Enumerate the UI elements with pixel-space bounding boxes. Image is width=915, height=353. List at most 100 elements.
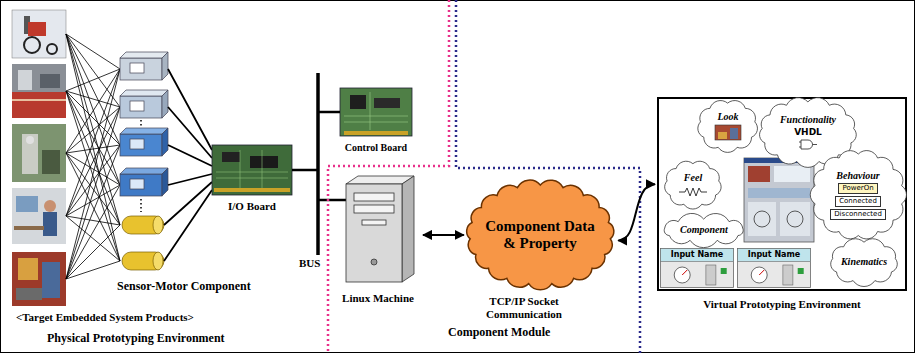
sensor-motor-block: [162, 90, 168, 118]
product-photo: [12, 10, 66, 58]
panel-slider: [783, 265, 793, 285]
computer-tower: [346, 184, 402, 282]
sensor-motor-block: [162, 128, 168, 156]
feature-cloud: BehaviourPowerOnConnectedDisconnected: [807, 147, 910, 243]
node-subtext: Disconnected: [830, 209, 886, 220]
simulator-screenshot: [744, 158, 814, 242]
cloud-outline: [831, 239, 898, 287]
simulator-screenshot: [787, 211, 803, 227]
node-content: Kinematics: [825, 235, 903, 289]
node-content: Linux Machine: [334, 176, 422, 306]
product-photo: [40, 74, 60, 88]
caption-label: TCP/IP Socket Communication: [474, 295, 574, 320]
control-board-picture: [374, 98, 400, 108]
node-content: Control Board: [336, 86, 416, 154]
node-content: Component Data & Property: [463, 178, 618, 291]
control-board-picture: [340, 88, 412, 136]
product-photo: [44, 200, 56, 212]
sensor-motor-block: [120, 134, 162, 156]
sensor-motor-block: [130, 63, 144, 73]
feature-cloud: Kinematics: [825, 235, 903, 289]
node-content: Input Name: [737, 248, 811, 288]
node-subtext: VHDL: [794, 127, 822, 137]
sensor-motor-block: [130, 139, 144, 149]
control-board-picture: [344, 131, 408, 135]
sensor-motor-block: [120, 128, 168, 134]
product-photo: [42, 262, 60, 298]
product-photo: [14, 226, 44, 230]
feature-icon: [730, 128, 738, 139]
caption-label: Physical Prototyping Environment: [47, 332, 225, 346]
input-panel: Input Name: [660, 248, 734, 288]
feature-cloud-outline: [660, 157, 726, 212]
panel-header: [661, 249, 734, 262]
product-photo: [47, 44, 57, 54]
computer-tower: [354, 205, 394, 213]
product-photo: [12, 99, 66, 101]
computer-picture: Linux Machine: [334, 176, 422, 306]
panel-header: [738, 249, 811, 262]
io-board-picture: [222, 152, 240, 162]
product-photo: [18, 258, 38, 280]
bidirectional-arrow: [423, 234, 464, 236]
sensor-cylinder: [122, 216, 164, 234]
sensor-motor-block: [162, 168, 168, 196]
cloud-outline: [665, 213, 744, 247]
feature-icon: [679, 188, 707, 196]
continuation-dots: [140, 120, 142, 212]
node-subtext: Connected: [835, 196, 881, 207]
panel-slider: [706, 265, 716, 285]
feature-cloud-outline: [807, 147, 910, 243]
node-text: Input Name: [748, 248, 801, 261]
node-text: Component Data & Property: [484, 218, 595, 253]
control-board-picture: [344, 92, 408, 130]
caption-label: Component Module: [448, 326, 550, 340]
product-photo: [12, 252, 66, 306]
sensor-cylinder: [153, 216, 163, 234]
panel-dial: [751, 267, 767, 283]
product-photo: [28, 22, 46, 36]
control-board-picture: [350, 95, 366, 109]
sensor-motor-block: [120, 52, 168, 58]
product-photo: [16, 196, 38, 212]
feature-icon: [718, 132, 727, 139]
product-photo: [24, 37, 40, 53]
simulator-screenshot: [748, 188, 810, 198]
feature-cloud: Component: [657, 212, 750, 248]
node-text: Component: [680, 224, 728, 236]
product-photo: [12, 124, 66, 182]
product-photo: [43, 212, 57, 236]
computer-tower: [371, 259, 377, 265]
product-photo: [42, 150, 60, 174]
panel-dial: [674, 267, 690, 283]
node-content: Look: [693, 96, 762, 156]
computer-tower: [346, 176, 414, 282]
product-photo: [12, 92, 66, 118]
connection-mesh: [66, 34, 120, 279]
cloud-outline: [810, 151, 906, 239]
region-boundary: [456, 0, 640, 353]
simulator-screenshot: [774, 166, 810, 182]
node-text: Behaviour: [836, 170, 879, 182]
node-text: Control Board: [345, 142, 407, 154]
node-text: Look: [717, 111, 738, 123]
computer-tower: [354, 193, 394, 201]
io-board-picture: [216, 150, 288, 190]
io-board-picture: [250, 156, 278, 168]
sensor-motor-block: [162, 52, 168, 80]
product-photo: [12, 188, 66, 244]
computer-tower: [362, 220, 386, 225]
node-content: I/O Board: [208, 142, 296, 214]
node-subtext: PowerOn: [838, 183, 877, 194]
control-board-picture: [340, 88, 412, 136]
data-cloud: Component Data & Property: [463, 178, 618, 291]
node-text: I/O Board: [228, 200, 276, 213]
node-content: Feel: [660, 157, 726, 212]
caption-label: <Target Embedded System Products>: [16, 311, 194, 324]
node-text: Linux Machine: [342, 292, 414, 305]
node-text: Feel: [684, 172, 702, 184]
bidirectional-arrow: [618, 184, 655, 240]
panel-body: [661, 249, 734, 288]
feature-icon: [799, 139, 817, 150]
